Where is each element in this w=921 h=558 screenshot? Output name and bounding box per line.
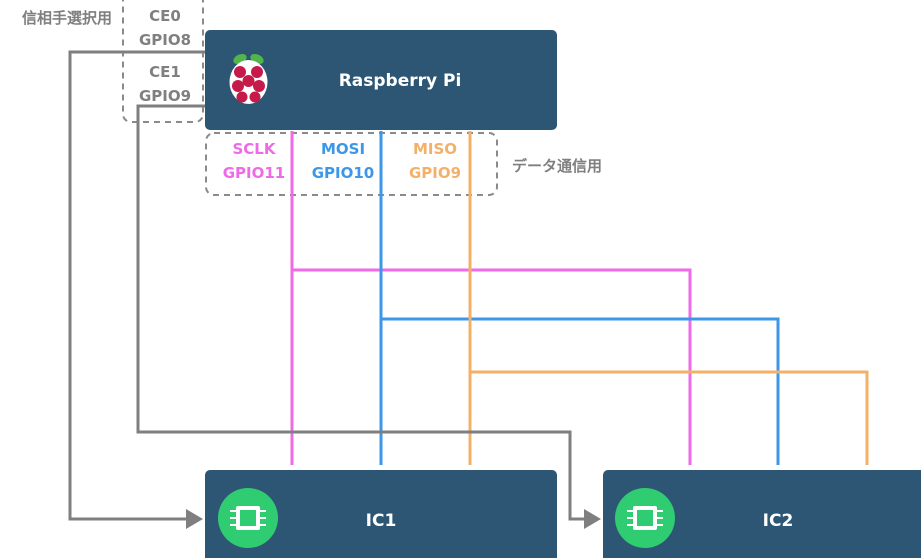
data-group-label: データ通信用 [512,157,602,175]
mosi-wire-ic2 [381,317,780,465]
data-group-border [205,132,498,196]
ce1-name-label: CE1 [149,63,181,81]
chip-select-group-border [122,0,204,123]
ce1-gpio-label: GPIO9 [139,87,191,105]
miso-name-label: MISO [413,140,457,158]
chip-icon [615,488,675,548]
raspberry-pi-box [205,30,557,130]
ce1-arrowhead [584,509,601,529]
ce1-wire [136,104,590,521]
ic1-label: IC1 [366,511,397,531]
sclk-gpio-label: GPIO11 [223,164,286,182]
mosi-gpio-label: GPIO10 [312,164,375,182]
ce0-wire [68,50,205,521]
ce0-name-label: CE0 [149,7,181,25]
mosi-name-label: MOSI [321,140,365,158]
chip-icon [218,488,278,548]
ic2-label: IC2 [763,511,794,531]
sclk-wire-ic2 [292,268,692,465]
ce0-arrowhead [186,509,203,529]
ic1-box [205,470,557,558]
miso-gpio-label: GPIO9 [409,164,461,182]
sclk-name-label: SCLK [233,140,277,158]
miso-wire-ic2 [470,370,869,465]
ic2-box [603,470,921,558]
ce0-gpio-label: GPIO8 [139,31,191,49]
raspberry-pi-label: Raspberry Pi [339,71,462,91]
raspberry-pi-logo [229,53,268,104]
chip-select-group-label: 信相手選択用 [22,9,112,27]
